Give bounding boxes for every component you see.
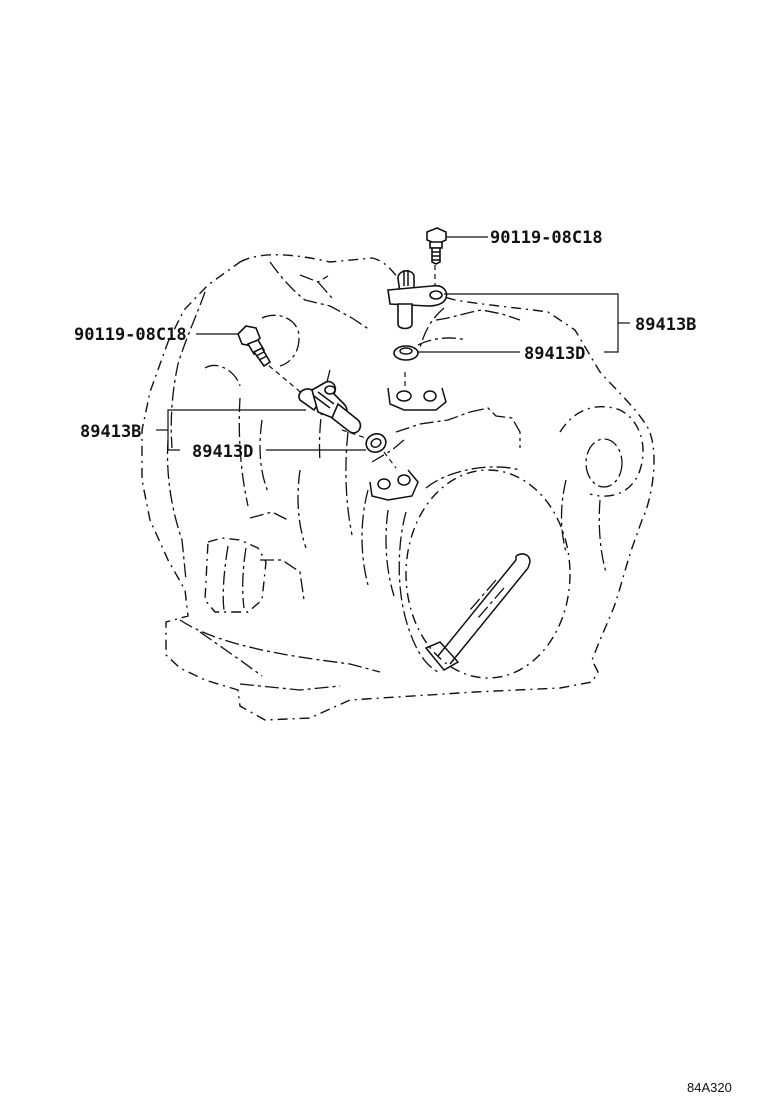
callout-left-bolt[interactable]: 90119-08C18 [74,325,187,345]
callout-upper-o-ring[interactable]: 89413D [524,344,585,364]
upper-bolt[interactable] [426,227,447,265]
left-bolt[interactable] [237,325,272,368]
callout-upper-speed-sensor[interactable]: 89413B [635,315,696,335]
left-speed-sensor[interactable] [298,380,362,434]
left-o-ring[interactable] [363,431,389,456]
callout-left-speed-sensor[interactable]: 89413B [80,422,141,442]
leader-lines [156,236,630,451]
callout-upper-bolt[interactable]: 90119-08C18 [490,228,603,248]
upper-o-ring[interactable] [393,345,419,361]
upper-speed-sensor[interactable] [387,270,448,330]
figure-code: 84A320 [687,1080,732,1095]
upper-sensor-mount-holes [387,387,447,411]
lower-sensor-mount-holes [369,469,419,501]
callout-left-o-ring[interactable]: 89413D [192,442,253,462]
transaxle-housing-outline [141,254,655,721]
